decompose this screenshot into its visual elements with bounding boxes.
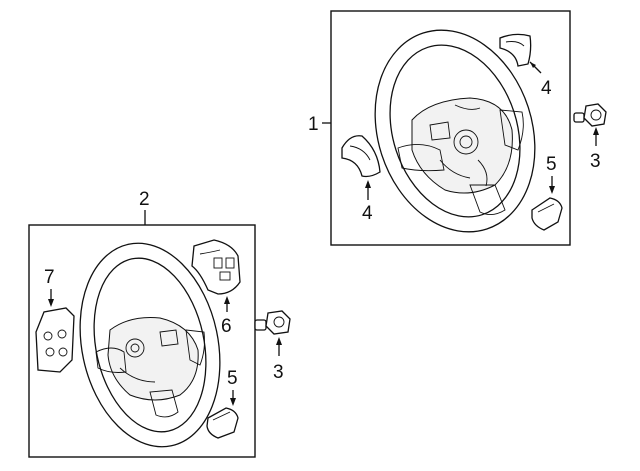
callout-4-lower: 4 [362, 203, 373, 224]
callout-2: 2 [139, 189, 150, 210]
switch-6 [191, 239, 241, 295]
trim-cover-4-upper [499, 33, 532, 67]
callout-7: 7 [44, 267, 55, 288]
callout-5-lower: 5 [227, 368, 238, 389]
callout-3-right: 3 [590, 151, 601, 172]
assembly-2-group: 2 7 [28, 189, 256, 458]
callout-6: 6 [221, 316, 232, 337]
callout-5-right: 5 [546, 154, 557, 175]
trim-cover-5-lower [206, 407, 239, 439]
callout-1: 1 [308, 114, 319, 135]
callout-4-upper: 4 [541, 78, 552, 99]
bolt-3-right [573, 103, 607, 127]
assembly-1-group: 1 4 4 [308, 10, 571, 246]
steering-wheel-1 [374, 29, 536, 233]
trim-cover-4-lower [341, 135, 381, 178]
callout-3-left: 3 [273, 362, 284, 383]
switch-panel-7 [35, 307, 75, 373]
steering-wheel-2 [79, 242, 221, 448]
trim-cover-5-right [531, 197, 563, 231]
bolt-3-left [254, 310, 291, 335]
